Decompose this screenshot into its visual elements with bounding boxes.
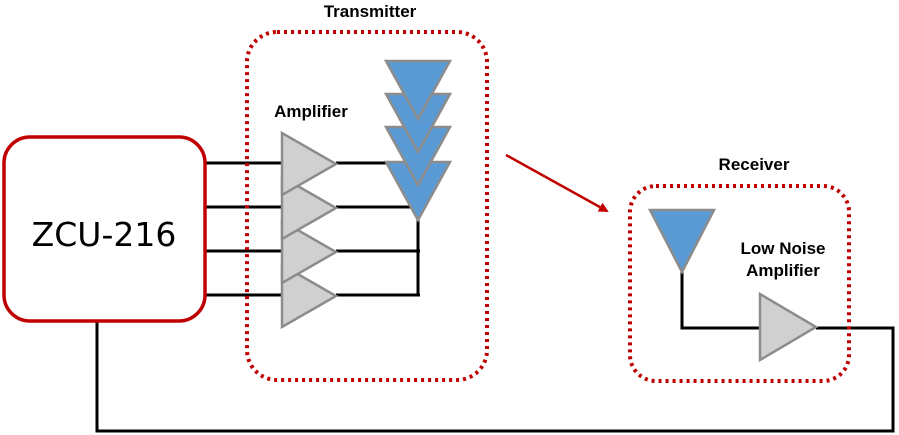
tx-amplifier-3-icon [280,218,339,286]
receiver-label: Receiver [719,155,790,174]
lna-label-line-1: Low Noise [740,239,825,258]
transmitter-label: Transmitter [324,2,417,21]
transmitter-group [245,30,489,382]
tx-amplifier-1-icon [280,130,339,198]
board-label: ZCU-216 [32,215,177,254]
tx-amplifier-2-icon [280,174,339,242]
rx-antenna-icon [647,208,717,275]
tx-antenna-array [383,59,453,223]
tx-antenna-1-icon [383,59,453,122]
lna-amplifier-icon [758,291,819,363]
wire-feedback-loop [95,320,895,433]
wiring [95,161,895,433]
tx-amplifier-stack [280,130,339,330]
zcu216-board [2,135,207,323]
tx-amplifier-4-icon [280,262,339,330]
wire-rx-antenna-lna [680,272,760,330]
amplifier-label: Amplifier [274,102,348,121]
lna-label-line-2: Amplifier [746,261,820,280]
signal-arrow [505,153,609,213]
